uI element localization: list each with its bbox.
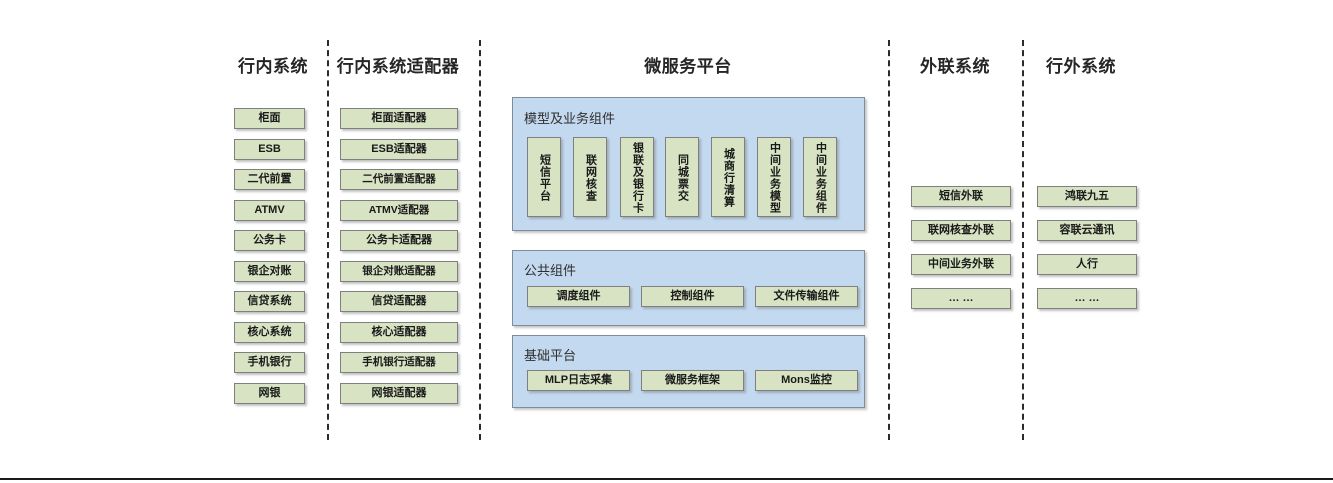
node-outbank-item-3[interactable]: … … bbox=[1037, 288, 1137, 309]
node-inbank-adapter-item-7[interactable]: 核心适配器 bbox=[340, 321, 458, 343]
panel-title-base-platform: 基础平台 bbox=[524, 348, 577, 363]
node-external-link-item-1[interactable]: 联网核查外联 bbox=[911, 220, 1011, 241]
node-base-platform-item-1[interactable]: 微服务框架 bbox=[641, 370, 744, 391]
node-model-business-item-5[interactable]: 中间业务模型 bbox=[757, 137, 791, 217]
node-common-components-item-0[interactable]: 调度组件 bbox=[527, 286, 630, 307]
panel-title-common-components: 公共组件 bbox=[524, 263, 577, 278]
node-outbank-item-1[interactable]: 容联云通讯 bbox=[1037, 220, 1137, 241]
column-divider-4 bbox=[1022, 40, 1024, 440]
column-title-outbank: 行外系统 bbox=[1046, 57, 1116, 76]
node-common-components-item-2[interactable]: 文件传输组件 bbox=[755, 286, 858, 307]
column-divider-1 bbox=[327, 40, 329, 440]
node-inbank-item-7[interactable]: 核心系统 bbox=[234, 321, 305, 343]
node-inbank-adapter-item-1[interactable]: ESB适配器 bbox=[340, 138, 458, 160]
node-inbank-item-0[interactable]: 柜面 bbox=[234, 108, 305, 129]
node-inbank-adapter-item-3[interactable]: ATMV适配器 bbox=[340, 199, 458, 221]
node-inbank-adapter-item-9[interactable]: 网银适配器 bbox=[340, 382, 458, 404]
node-inbank-item-1[interactable]: ESB bbox=[234, 138, 305, 160]
column-title-inbank-adapter: 行内系统适配器 bbox=[336, 57, 460, 76]
node-inbank-adapter-item-6[interactable]: 信贷适配器 bbox=[340, 291, 458, 312]
node-outbank-item-0[interactable]: 鸿联九五 bbox=[1037, 186, 1137, 207]
node-model-business-item-0[interactable]: 短信平台 bbox=[527, 137, 561, 217]
node-external-link-item-3[interactable]: … … bbox=[911, 288, 1011, 309]
node-inbank-adapter-item-5[interactable]: 银企对账适配器 bbox=[340, 260, 458, 282]
node-inbank-item-8[interactable]: 手机银行 bbox=[234, 352, 305, 373]
node-outbank-item-2[interactable]: 人行 bbox=[1037, 254, 1137, 275]
column-divider-2 bbox=[479, 40, 481, 440]
node-base-platform-item-0[interactable]: MLP日志采集 bbox=[527, 370, 630, 391]
node-external-link-item-0[interactable]: 短信外联 bbox=[911, 186, 1011, 207]
node-model-business-item-2[interactable]: 银联及银行卡 bbox=[620, 137, 654, 217]
node-external-link-item-2[interactable]: 中间业务外联 bbox=[911, 254, 1011, 275]
column-title-microservice-platform: 微服务平台 bbox=[644, 57, 732, 76]
node-inbank-item-3[interactable]: ATMV bbox=[234, 199, 305, 221]
node-inbank-item-2[interactable]: 二代前置 bbox=[234, 169, 305, 190]
node-inbank-adapter-item-2[interactable]: 二代前置适配器 bbox=[340, 169, 458, 190]
node-model-business-item-1[interactable]: 联网核查 bbox=[573, 137, 607, 217]
node-base-platform-item-2[interactable]: Mons监控 bbox=[755, 370, 858, 391]
node-inbank-adapter-item-4[interactable]: 公务卡适配器 bbox=[340, 230, 458, 251]
node-model-business-item-6[interactable]: 中间业务组件 bbox=[803, 137, 837, 217]
node-common-components-item-1[interactable]: 控制组件 bbox=[641, 286, 744, 307]
node-inbank-item-9[interactable]: 网银 bbox=[234, 382, 305, 404]
bottom-divider bbox=[0, 478, 1333, 480]
panel-title-model-business: 模型及业务组件 bbox=[524, 111, 616, 126]
column-title-inbank: 行内系统 bbox=[238, 57, 308, 76]
node-inbank-item-6[interactable]: 信贷系统 bbox=[234, 291, 305, 312]
column-divider-3 bbox=[888, 40, 890, 440]
column-title-external-link: 外联系统 bbox=[920, 57, 990, 76]
node-inbank-adapter-item-8[interactable]: 手机银行适配器 bbox=[340, 352, 458, 373]
node-model-business-item-4[interactable]: 城商行清算 bbox=[711, 137, 745, 217]
node-model-business-item-3[interactable]: 同城票交 bbox=[665, 137, 699, 217]
node-inbank-item-4[interactable]: 公务卡 bbox=[234, 230, 305, 251]
node-inbank-adapter-item-0[interactable]: 柜面适配器 bbox=[340, 108, 458, 129]
node-inbank-item-5[interactable]: 银企对账 bbox=[234, 260, 305, 282]
